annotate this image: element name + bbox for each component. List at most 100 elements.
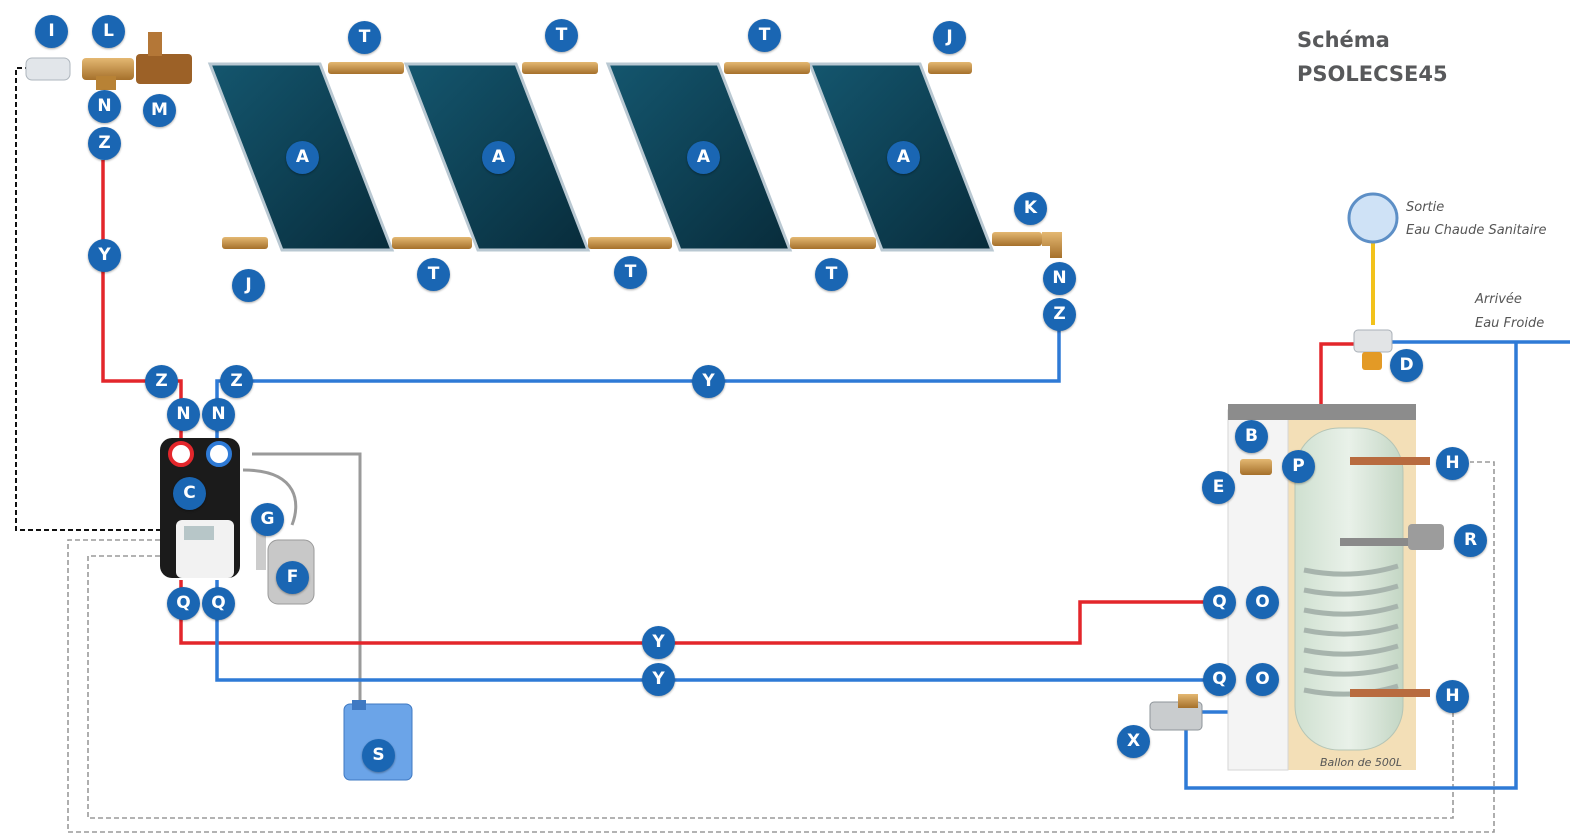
expansion-vessel-bracket xyxy=(256,530,266,570)
badge-Z: Z xyxy=(145,365,178,398)
connector-bottom-4 xyxy=(790,237,876,249)
badge-R: R xyxy=(1454,524,1487,557)
diagram-title-line2: PSOLECSE45 xyxy=(1297,62,1448,86)
badge-E: E xyxy=(1202,471,1235,504)
badge-L: L xyxy=(92,15,125,48)
badge-T: T xyxy=(815,258,848,291)
badge-B: B xyxy=(1235,420,1268,453)
badge-G: G xyxy=(251,503,284,536)
badge-Y: Y xyxy=(642,626,675,659)
badge-K: K xyxy=(1014,192,1047,225)
collector-connectors xyxy=(25,32,1062,258)
cold-line-collectors xyxy=(215,330,1061,440)
hot-thermometer xyxy=(168,441,194,467)
sensor-well-top xyxy=(1350,457,1430,465)
connector-top-2 xyxy=(522,62,598,74)
hot-outlet-label-2: Eau Chaude Sanitaire xyxy=(1406,223,1547,238)
controller-display xyxy=(184,526,214,540)
badge-H: H xyxy=(1436,447,1469,480)
hot-line-tank xyxy=(179,580,1290,645)
cold-inlet-label-1: Arrivée xyxy=(1475,292,1522,307)
diagram-title-line1: Schéma xyxy=(1297,28,1390,52)
badge-F: F xyxy=(276,561,309,594)
badge-A: A xyxy=(687,141,720,174)
badge-A: A xyxy=(482,141,515,174)
badge-T: T xyxy=(545,19,578,52)
badge-N: N xyxy=(167,398,200,431)
badge-N: N xyxy=(202,398,235,431)
badge-T: T xyxy=(614,256,647,289)
badge-A: A xyxy=(286,141,319,174)
badge-N: N xyxy=(1043,262,1076,295)
sensor-cable-tank-top xyxy=(67,461,1495,833)
badge-Q: Q xyxy=(1203,663,1236,696)
badge-Z: Z xyxy=(1043,298,1076,331)
badge-D: D xyxy=(1390,349,1423,382)
cold-water-inlet-drop xyxy=(1184,342,1518,790)
control-cables xyxy=(67,461,1495,833)
badge-M: M xyxy=(143,94,176,127)
connector-top-4 xyxy=(928,62,972,74)
expansion-hose xyxy=(242,468,298,526)
hot-line-collectors xyxy=(101,160,183,440)
badge-O: O xyxy=(1246,663,1279,696)
badge-T: T xyxy=(417,258,450,291)
safety-valve xyxy=(1240,459,1272,475)
tank-coil xyxy=(1303,563,1399,697)
badge-Y: Y xyxy=(88,239,121,272)
badge-N: N xyxy=(88,90,121,123)
connector-bottom-5 xyxy=(992,232,1042,246)
badge-T: T xyxy=(348,21,381,54)
badge-P: P xyxy=(1282,450,1315,483)
badge-O: O xyxy=(1246,586,1279,619)
fluid-can-cap xyxy=(352,700,366,710)
electric-heater-box xyxy=(1408,524,1444,550)
pump-station xyxy=(160,438,240,578)
badge-J: J xyxy=(232,269,265,302)
connector-bottom-3 xyxy=(588,237,672,249)
dhw-temperature-gauge xyxy=(1347,192,1399,244)
connector-top-1 xyxy=(328,62,404,74)
connector-top-3 xyxy=(724,62,810,74)
badge-Z: Z xyxy=(220,365,253,398)
hot-outlet-label-1: Sortie xyxy=(1406,200,1445,215)
tee-fitting xyxy=(82,58,134,80)
safety-group xyxy=(1149,701,1203,731)
badge-S: S xyxy=(362,739,395,772)
cold-thermometer xyxy=(206,441,232,467)
badge-H: H xyxy=(1436,680,1469,713)
badge-Y: Y xyxy=(642,663,675,696)
valve-handle xyxy=(148,32,162,56)
tank-caption: Ballon de 500L xyxy=(1320,756,1402,769)
badge-Q: Q xyxy=(1203,586,1236,619)
badge-T: T xyxy=(748,19,781,52)
badge-Q: Q xyxy=(167,587,200,620)
mixing-valve-knob xyxy=(1362,352,1382,370)
badge-Z: Z xyxy=(88,127,121,160)
badge-J: J xyxy=(933,21,966,54)
electric-heater xyxy=(1340,538,1420,546)
badge-A: A xyxy=(887,141,920,174)
connector-bottom-2 xyxy=(392,237,472,249)
badge-Y: Y xyxy=(692,365,725,398)
valve-body xyxy=(136,54,192,84)
mixing-valve xyxy=(1353,329,1393,353)
air-vent-fitting xyxy=(25,57,71,81)
sensor-cable-tank-bottom xyxy=(87,555,1454,819)
badge-C: C xyxy=(173,477,206,510)
drain-hose xyxy=(252,452,362,706)
safety-group-handle xyxy=(1178,694,1198,708)
collector-sensor-cable xyxy=(15,67,162,531)
connector-bottom-1 xyxy=(222,237,268,249)
badge-I: I xyxy=(35,15,68,48)
badge-Q: Q xyxy=(202,587,235,620)
solar-collectors xyxy=(207,62,995,252)
badge-X: X xyxy=(1117,725,1150,758)
tank-top-cover xyxy=(1228,404,1416,420)
elbow-fitting xyxy=(1042,232,1062,258)
cold-inlet-label-2: Eau Froide xyxy=(1475,316,1545,331)
cold-line-tank xyxy=(215,580,1290,682)
tee-fitting-stem xyxy=(96,76,116,90)
sensor-well-bottom xyxy=(1350,689,1430,697)
